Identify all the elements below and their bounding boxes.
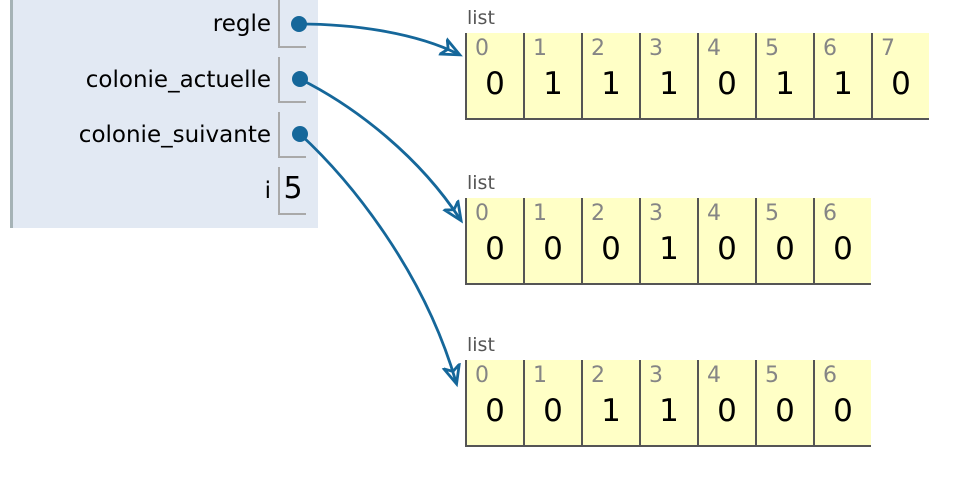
list-index: 3: [649, 36, 663, 61]
list-index: 4: [707, 201, 721, 226]
list-cell: 7 0: [871, 33, 929, 120]
list-cell: 4 0: [697, 33, 755, 120]
heap-object-list-1: list 0 0 1 1 2 1 3 1 4 0 5: [465, 6, 929, 120]
list-index: 6: [823, 363, 837, 388]
list-value: 0: [833, 393, 853, 429]
list-cell: 4 0: [697, 198, 755, 285]
list-cell: 3 1: [639, 198, 697, 285]
type-label: list: [467, 172, 495, 194]
list-cell: 1 0: [523, 198, 581, 285]
list-value: 0: [601, 231, 621, 267]
list-value: 1: [833, 66, 853, 102]
list-index: 2: [591, 201, 605, 226]
list-index: 7: [881, 36, 895, 61]
variable-name: colonie_suivante: [78, 122, 271, 148]
list-index: 0: [475, 36, 489, 61]
list-cell: 1 0: [523, 360, 581, 447]
list-index: 0: [475, 201, 489, 226]
list-table: 0 0 1 0 2 0 3 1 4 0 5 0: [465, 198, 871, 285]
list-value: 1: [775, 66, 795, 102]
list-value: 0: [485, 66, 505, 102]
list-index: 6: [823, 36, 837, 61]
list-cell: 2 1: [581, 33, 639, 120]
list-index: 1: [533, 36, 547, 61]
list-cell: 5 0: [755, 198, 813, 285]
list-value: 0: [775, 393, 795, 429]
list-cell: 2 0: [581, 198, 639, 285]
list-index: 1: [533, 201, 547, 226]
variable-name: i: [264, 178, 271, 204]
list-cell: 0 0: [465, 360, 523, 447]
list-cell: 5 1: [755, 33, 813, 120]
pointer-arrow-colonie-actuelle: [299, 77, 460, 219]
list-value: 1: [659, 393, 679, 429]
list-index: 5: [765, 36, 779, 61]
list-cell: 3 1: [639, 33, 697, 120]
list-value: 0: [717, 66, 737, 102]
list-table: 0 0 1 0 2 1 3 1 4 0 5 0: [465, 360, 871, 447]
list-value: 0: [543, 231, 563, 267]
list-cell: 3 1: [639, 360, 697, 447]
type-label: list: [467, 334, 495, 356]
list-cell: 5 0: [755, 360, 813, 447]
list-cell: 4 0: [697, 360, 755, 447]
list-index: 2: [591, 36, 605, 61]
value-cell: 5: [278, 167, 306, 215]
list-index: 6: [823, 201, 837, 226]
pointer-arrow-regle: [298, 22, 458, 54]
list-cell: 6 0: [813, 360, 871, 447]
variable-value: 5: [283, 171, 303, 206]
variable-name: colonie_actuelle: [85, 67, 271, 93]
variable-row-regle: regle: [16, 0, 306, 48]
pointer-cell: [278, 57, 306, 103]
list-value: 1: [601, 393, 621, 429]
list-index: 5: [765, 201, 779, 226]
pointer-cell: [278, 112, 306, 158]
pointer-arrow-colonie-suivante: [299, 132, 456, 382]
list-value: 1: [601, 66, 621, 102]
variable-row-colonie-actuelle: colonie_actuelle: [16, 57, 306, 103]
list-value: 0: [543, 393, 563, 429]
list-index: 3: [649, 363, 663, 388]
heap-object-list-3: list 0 0 1 0 2 1 3 1 4 0 5: [465, 333, 871, 447]
list-index: 2: [591, 363, 605, 388]
list-cell: 0 0: [465, 33, 523, 120]
list-index: 0: [475, 363, 489, 388]
pointer-cell: [278, 0, 306, 48]
variable-row-colonie-suivante: colonie_suivante: [16, 112, 306, 158]
variable-row-i: i 5: [16, 167, 306, 215]
list-cell: 1 1: [523, 33, 581, 120]
list-table: 0 0 1 1 2 1 3 1 4 0 5 1: [465, 33, 929, 120]
list-value: 1: [659, 231, 679, 267]
list-index: 3: [649, 201, 663, 226]
list-value: 0: [717, 231, 737, 267]
list-cell: 2 1: [581, 360, 639, 447]
list-cell: 6 0: [813, 198, 871, 285]
list-value: 0: [485, 393, 505, 429]
list-cell: 0 0: [465, 198, 523, 285]
stack-frame: regle colonie_actuelle colonie_suivante …: [10, 0, 318, 228]
list-value: 0: [717, 393, 737, 429]
list-index: 1: [533, 363, 547, 388]
list-cell: 6 1: [813, 33, 871, 120]
list-value: 0: [775, 231, 795, 267]
list-value: 0: [833, 231, 853, 267]
list-value: 1: [543, 66, 563, 102]
list-index: 4: [707, 363, 721, 388]
type-label: list: [467, 7, 495, 29]
list-index: 4: [707, 36, 721, 61]
list-value: 0: [485, 231, 505, 267]
list-value: 0: [891, 66, 911, 102]
list-index: 5: [765, 363, 779, 388]
variable-name: regle: [212, 11, 271, 37]
list-value: 1: [659, 66, 679, 102]
heap-object-list-2: list 0 0 1 0 2 0 3 1 4 0 5: [465, 171, 871, 285]
